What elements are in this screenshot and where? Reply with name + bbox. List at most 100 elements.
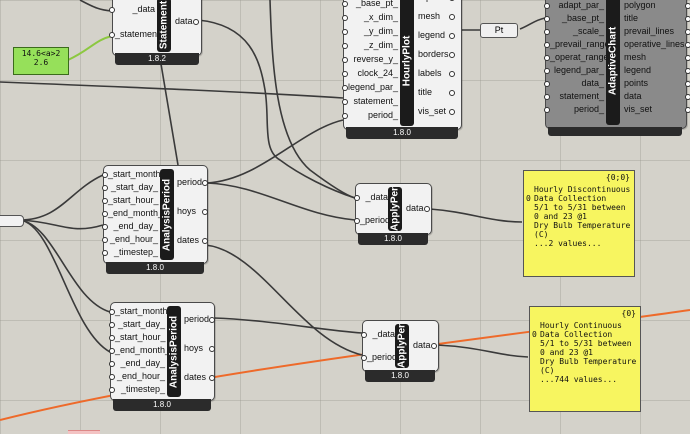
input-timestep[interactable]: _timestep_ xyxy=(102,248,158,257)
adaptivechart-component[interactable]: adapt_par_ _base_pt_ _scale_ _prevail_ra… xyxy=(544,0,690,129)
green-wire xyxy=(67,35,113,61)
output-title[interactable]: title xyxy=(624,13,690,23)
input-legend-par[interactable]: legend_par_ xyxy=(342,83,398,92)
input-end-month[interactable]: _end_month_ xyxy=(102,209,163,218)
port-label: _period xyxy=(367,352,398,362)
input-data[interactable]: _data xyxy=(109,5,155,14)
output-data[interactable]: data xyxy=(175,16,199,26)
port-label: dates xyxy=(184,372,207,382)
output-legend[interactable]: legend xyxy=(418,31,455,40)
output-points[interactable]: points xyxy=(624,79,690,88)
component-title: HourlyPlot xyxy=(401,35,413,87)
statement-component[interactable]: _data _statement Statement data xyxy=(109,0,202,56)
panel-text: Hourly Continuous Data Collection 5/1 to… xyxy=(540,321,637,384)
input-base-pt[interactable]: _base_pt_ xyxy=(342,0,398,8)
component-name-bar: ApplyPer xyxy=(395,324,409,368)
input-end-hour[interactable]: _end_hour_ xyxy=(102,235,158,244)
wire xyxy=(197,19,356,199)
output-title[interactable]: title xyxy=(418,88,455,97)
output-labels[interactable]: labels xyxy=(418,69,455,78)
input-data[interactable]: data_ xyxy=(544,79,604,88)
input-z-dim[interactable]: _z_dim_ xyxy=(342,41,398,50)
input-data[interactable]: _data xyxy=(354,192,388,202)
output-data[interactable]: data xyxy=(406,204,430,213)
applyper-component-1[interactable]: _data _period ApplyPer data xyxy=(354,183,432,235)
port-label: _start_month_ xyxy=(115,306,173,316)
output-polygon[interactable]: polygon xyxy=(624,1,690,10)
input-period[interactable]: period_ xyxy=(544,105,604,114)
input-operat-range[interactable]: _operat_range_ xyxy=(544,53,614,62)
input-prevail-range[interactable]: _prevail_range_ xyxy=(544,40,615,49)
port-label: title xyxy=(624,13,639,23)
input-period[interactable]: period_ xyxy=(342,110,398,120)
input-start-day[interactable]: _start_day_ xyxy=(102,183,158,192)
output-data[interactable]: data xyxy=(624,92,690,101)
port-label: hoys xyxy=(184,343,204,353)
input-adapt-par[interactable]: adapt_par_ xyxy=(544,1,604,10)
port-label: legend xyxy=(624,65,652,75)
input-start-month[interactable]: _start_month_ xyxy=(109,307,173,316)
output-dates[interactable]: dates xyxy=(177,236,209,245)
hourlyplot-component[interactable]: _base_pt_ _x_dim_ _y_dim_ _z_dim_ revers… xyxy=(342,0,462,130)
input-period[interactable]: _period xyxy=(354,216,390,225)
input-y-dim[interactable]: _y_dim_ xyxy=(342,27,398,36)
input-statement[interactable]: statement_ xyxy=(342,97,398,106)
version-label: 1.8.0 xyxy=(113,399,211,411)
input-start-day[interactable]: _start_day_ xyxy=(109,320,165,329)
data-panel-1[interactable]: {0;0} 0 Hourly Discontinuous Data Collec… xyxy=(523,170,635,277)
output-prevail-lines[interactable]: prevail_lines xyxy=(624,27,690,36)
panel-text: 2.6 xyxy=(33,58,49,67)
input-statement[interactable]: statement_ xyxy=(544,91,604,101)
input-x-dim[interactable]: _x_dim_ xyxy=(342,13,398,22)
port-label: data xyxy=(175,16,193,26)
port-label: period_ xyxy=(367,110,398,120)
output-period[interactable]: period xyxy=(184,315,216,324)
port-label: borders xyxy=(418,49,449,59)
input-timestep[interactable]: _timestep_ xyxy=(109,385,165,394)
point-parameter[interactable]: Pt xyxy=(480,23,518,38)
input-reverse-y[interactable]: reverse_y_ xyxy=(342,55,398,64)
output-mesh[interactable]: mesh xyxy=(624,53,690,62)
port-label: _data xyxy=(365,192,388,202)
input-clock-24[interactable]: clock_24_ xyxy=(342,69,398,78)
input-end-day[interactable]: _end_day_ xyxy=(109,359,165,368)
input-base-pt[interactable]: _base_pt_ xyxy=(544,14,604,23)
output-vis-set[interactable]: vis_set xyxy=(624,105,690,114)
output-vis-set[interactable]: vis_set xyxy=(418,107,455,116)
output-operative-lines[interactable]: operative_lines xyxy=(624,40,690,49)
output-borders[interactable]: borders xyxy=(418,49,455,59)
output-legend[interactable]: legend xyxy=(624,65,690,75)
input-data[interactable]: _data xyxy=(361,330,395,339)
output-mesh[interactable]: mesh xyxy=(418,12,455,21)
analysisperiod-component-1[interactable]: _start_month_ _start_day_ _start_hour_ _… xyxy=(102,165,209,264)
wire xyxy=(204,244,363,356)
output-hoys[interactable]: hoys xyxy=(177,207,209,216)
input-statement[interactable]: _statement xyxy=(109,30,160,39)
input-start-month[interactable]: _start_month_ xyxy=(102,170,166,179)
input-end-hour[interactable]: _end_hour_ xyxy=(109,372,165,381)
version-label: 1.8.0 xyxy=(106,262,204,274)
input-legend-par[interactable]: legend_par_ xyxy=(544,66,604,75)
data-panel-2[interactable]: {0} 0 Hourly Continuous Data Collection … xyxy=(529,306,641,412)
output-data[interactable]: data xyxy=(413,341,437,350)
applyper-component-2[interactable]: _data _period ApplyPer data xyxy=(361,320,439,372)
output-dates[interactable]: dates xyxy=(184,372,216,382)
output-period[interactable]: period xyxy=(177,178,209,187)
input-scale[interactable]: _scale_ xyxy=(544,27,604,36)
input-end-month[interactable]: _end_month_ xyxy=(109,346,170,355)
input-start-hour[interactable]: _start_hour_ xyxy=(102,196,159,205)
input-start-hour[interactable]: _start_hour_ xyxy=(109,333,166,342)
partial-component[interactable] xyxy=(68,430,100,434)
port-label: _end_day_ xyxy=(113,221,158,231)
output-hoys[interactable]: hoys xyxy=(184,343,216,353)
port-label: statement_ xyxy=(559,91,604,101)
input-period[interactable]: _period xyxy=(361,352,398,362)
wire xyxy=(19,219,111,353)
number-panel[interactable]: 14.6<a>2 2.6 xyxy=(13,47,69,75)
output-report[interactable]: report xyxy=(418,0,455,2)
input-parameter-stub[interactable] xyxy=(0,215,24,227)
analysisperiod-component-2[interactable]: _start_month_ _start_day_ _start_hour_ _… xyxy=(109,302,216,401)
wire xyxy=(79,0,113,12)
input-end-day[interactable]: _end_day_ xyxy=(102,221,158,231)
